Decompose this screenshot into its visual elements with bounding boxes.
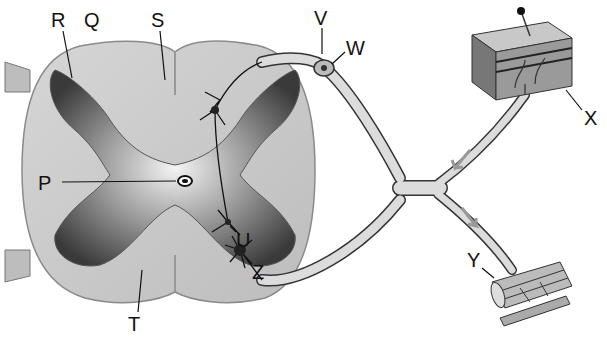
callout-letter: T xyxy=(128,314,140,334)
callout-letter: Q xyxy=(84,10,100,30)
callout-letter: P xyxy=(38,173,51,193)
callout-letter: Z xyxy=(252,262,264,282)
callout-letter: Y xyxy=(467,250,480,270)
callout-letter: W xyxy=(346,38,365,58)
callout-letter: R xyxy=(51,10,65,30)
callout-letter: U xyxy=(236,230,250,250)
callout-letter: S xyxy=(151,10,164,30)
callout-letter: V xyxy=(314,8,327,28)
callout-letter: X xyxy=(584,108,597,128)
